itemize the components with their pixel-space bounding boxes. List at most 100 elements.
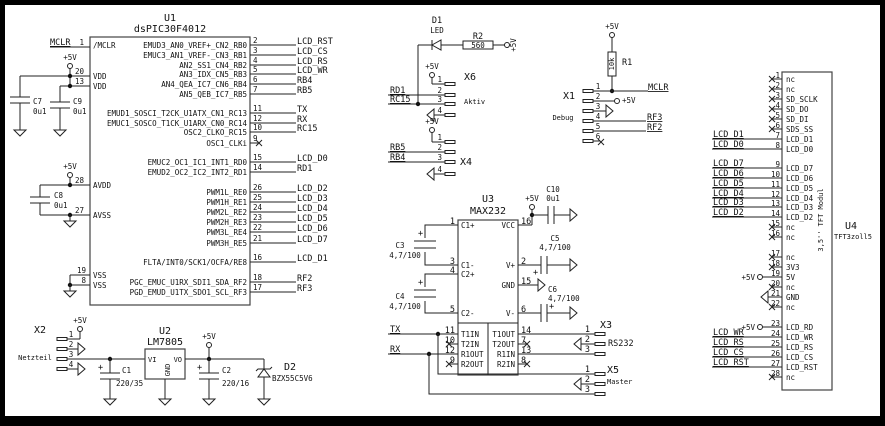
u4-pin-name: SD_DO: [786, 105, 809, 114]
power-label: +5V: [63, 53, 77, 62]
net-label: TX: [297, 105, 308, 115]
u1-pin-name: PGC_EMUC_U1RX_SDI1_SDA_RF2: [130, 278, 247, 287]
power-flag-icon: [609, 32, 615, 38]
x5-reference: X5: [607, 365, 619, 376]
u4-pin-number: 24: [771, 329, 781, 338]
connector-pin: [56, 347, 68, 351]
ground-icon: [62, 220, 78, 228]
connector-pin: [444, 160, 456, 164]
u4-pin-number: 4: [775, 101, 780, 110]
net-label: LCD_RS: [297, 57, 328, 67]
u1-pin-name: OSC2_CLKO_RC15: [184, 128, 247, 137]
u3-pin-number: 13: [521, 346, 531, 356]
u1-pin-number: 5: [253, 65, 258, 74]
pin-number: 1: [437, 75, 442, 84]
u4-pin-number: 5: [775, 111, 780, 120]
u4-pin-name: 3V3: [786, 263, 800, 272]
u3-max232: U3MAX232C1+1C1-3C2+4C2-5T1IN11T2IN10R1OU…: [388, 185, 634, 396]
u4-pin-name: nc: [786, 283, 795, 292]
net-label: MCLR: [50, 38, 71, 48]
net-label: LCD_D1: [713, 130, 744, 140]
net-label: LCD_D3: [713, 198, 744, 208]
connector-pin: [444, 82, 456, 86]
u4-reference: U4: [845, 221, 857, 232]
u4-pin-name: LCD_D6: [786, 174, 814, 183]
u4-pin-name: nc: [786, 373, 795, 382]
pin-number: 1: [585, 325, 590, 335]
u1-pin-number: 13: [75, 77, 84, 86]
u2-value: LM7805: [147, 337, 183, 348]
polarity-mark: +: [549, 302, 554, 312]
c9-value: 0u1: [73, 107, 87, 116]
pin-number: 2: [437, 143, 442, 152]
net-label: RF3: [647, 113, 662, 123]
u1-pin-name: PWM2H_RE3: [206, 218, 247, 227]
no-connect-icon: [768, 233, 776, 241]
net-label: LCD_WR: [297, 66, 329, 76]
no-connect-icon: [768, 253, 776, 261]
no-connect-icon: [768, 283, 776, 291]
u1-pin-name: EMUD1_SOSCI_T2CK_U1ATX_CN1_RC13: [107, 109, 247, 118]
u1-pin-number: 9: [253, 134, 258, 143]
x3-label: RS232: [608, 339, 634, 349]
c1-reference: C1: [122, 366, 131, 375]
u4-pin-name: GND: [786, 293, 800, 302]
u4-pin-number: 3: [775, 91, 780, 100]
power-flag-icon: [757, 274, 763, 280]
net-label: RB5: [297, 86, 312, 96]
pin-number: 1: [69, 330, 74, 339]
c7-value: 0u1: [33, 107, 47, 116]
net-label: LCD_D4: [713, 189, 744, 199]
u1-pin-number: 25: [253, 193, 262, 202]
u4-pin-number: 8: [775, 141, 780, 150]
power-label: +5V: [202, 332, 216, 341]
u3-pin-name: T1IN: [461, 330, 479, 339]
u4-pin-name: LCD_D3: [786, 203, 813, 212]
u1-pin-name: /MCLR: [93, 41, 116, 50]
net-label: RB5: [390, 143, 405, 153]
c5-reference: C5: [550, 234, 559, 243]
u3-pin-number: 8: [521, 356, 526, 366]
u4-pin-number: 17: [771, 249, 780, 258]
u2-reference: U2: [159, 326, 171, 337]
d1-reference: D1: [432, 16, 442, 26]
connector-pin: [56, 357, 68, 361]
ground-icon: [62, 290, 78, 298]
u3-pin-name: T2IN: [461, 340, 479, 349]
u4-pin-number: 10: [771, 170, 781, 179]
connector-pin: [594, 372, 606, 376]
u3-pin-name: R1OUT: [461, 350, 484, 359]
net-label: LCD_D0: [297, 154, 328, 164]
u4-pin-number: 12: [771, 190, 780, 199]
c10-value: 0u1: [546, 194, 560, 203]
u1-pin-name: EMUC2_OC1_IC1_INT1_RD0: [148, 158, 248, 167]
connector-pin: [444, 113, 456, 117]
net-label: LCD_RST: [713, 358, 749, 368]
no-connect-icon: [768, 115, 776, 123]
net-label: LCD_RS: [713, 338, 744, 348]
c4-reference: C4: [395, 292, 405, 301]
u3-pin-number: 3: [450, 257, 455, 267]
u1-pin-name: AN4_QEA_IC7_CN6_RB4: [161, 80, 247, 89]
u1-body: [89, 36, 251, 306]
no-connect-icon: [255, 139, 263, 147]
u4-pin-name: LCD_WR: [786, 333, 814, 342]
u1-pin-number: 11: [253, 104, 262, 113]
power-label: +5V: [605, 22, 619, 31]
u1-pin-number: 7: [253, 85, 258, 94]
net-label: LCD_D6: [713, 169, 744, 179]
connector-pin: [594, 382, 606, 386]
junction-dot: [67, 182, 73, 188]
net-label: RC15: [297, 124, 317, 134]
u4-pin-number: 27: [771, 359, 780, 368]
x1-label: Debug: [552, 114, 573, 122]
u3-pin-number: 7: [521, 336, 526, 346]
pin-number: 2: [69, 340, 74, 349]
x6-reference: X6: [464, 72, 476, 83]
u4-pin-number: 20: [771, 279, 781, 288]
pin-number: 3: [585, 345, 590, 355]
net-label: RF3: [297, 284, 312, 294]
u4-pin-name: LCD_D7: [786, 164, 813, 173]
u1-pin-name: AN5_QEB_IC7_RB5: [179, 90, 247, 99]
pin-number: 3: [585, 385, 590, 395]
